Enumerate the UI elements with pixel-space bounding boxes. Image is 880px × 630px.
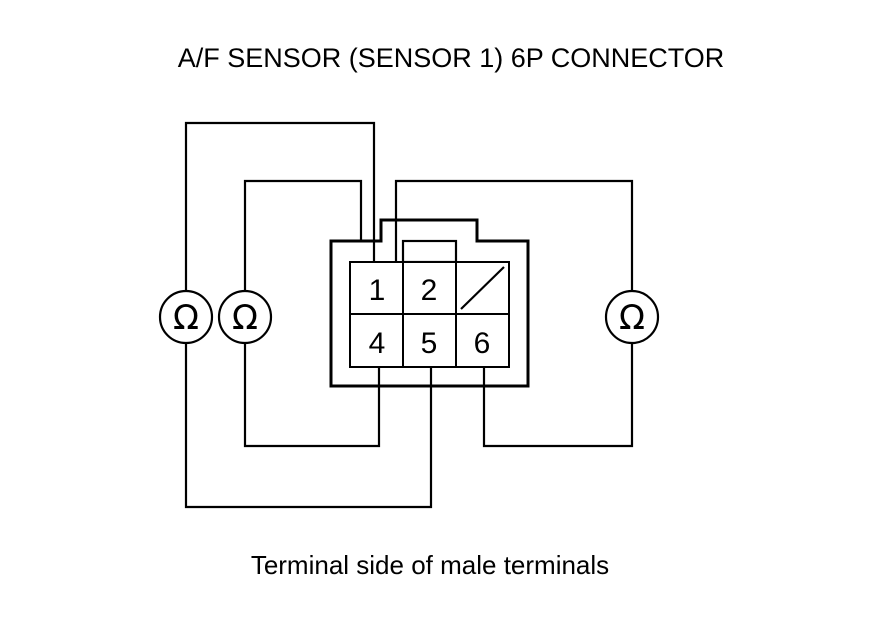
empty-slot-slash (460, 266, 505, 310)
diagram-caption: Terminal side of male terminals (251, 550, 609, 580)
pin-grid: 1 2 4 5 6 (349, 261, 510, 368)
pin-label-2: 2 (421, 274, 438, 307)
pin-label-5: 5 (421, 327, 438, 360)
ohmmeter-1: Ω (158, 289, 214, 345)
connector-latch (401, 239, 458, 264)
wire-meter1-pin5 (184, 342, 433, 509)
wire-meter3-pin6 (482, 342, 634, 448)
ohm-symbol: Ω (232, 298, 258, 338)
pin-label-6: 6 (474, 327, 491, 360)
ohmmeter-2: Ω (217, 289, 273, 345)
wire-meter2-pin4 (243, 342, 381, 448)
wire-meter2-pin1 (243, 179, 363, 292)
pin-label-1: 1 (369, 274, 386, 307)
pin-label-4: 4 (369, 327, 386, 360)
ohmmeter-icon (158, 289, 214, 345)
ohm-symbol: Ω (173, 298, 199, 338)
ohmmeter-3: Ω (604, 289, 660, 345)
pin-cell-4 (349, 313, 404, 368)
ohmmeter-icon (604, 289, 660, 345)
pin-cell-5 (402, 313, 457, 368)
ohm-symbol: Ω (619, 298, 645, 338)
connector-housing (329, 218, 530, 388)
ohmmeter-icon (217, 289, 273, 345)
pin-cell-6 (455, 313, 510, 368)
wire-meter1-pin1 (184, 121, 376, 292)
diagram-title: A/F SENSOR (SENSOR 1) 6P CONNECTOR (178, 43, 725, 73)
